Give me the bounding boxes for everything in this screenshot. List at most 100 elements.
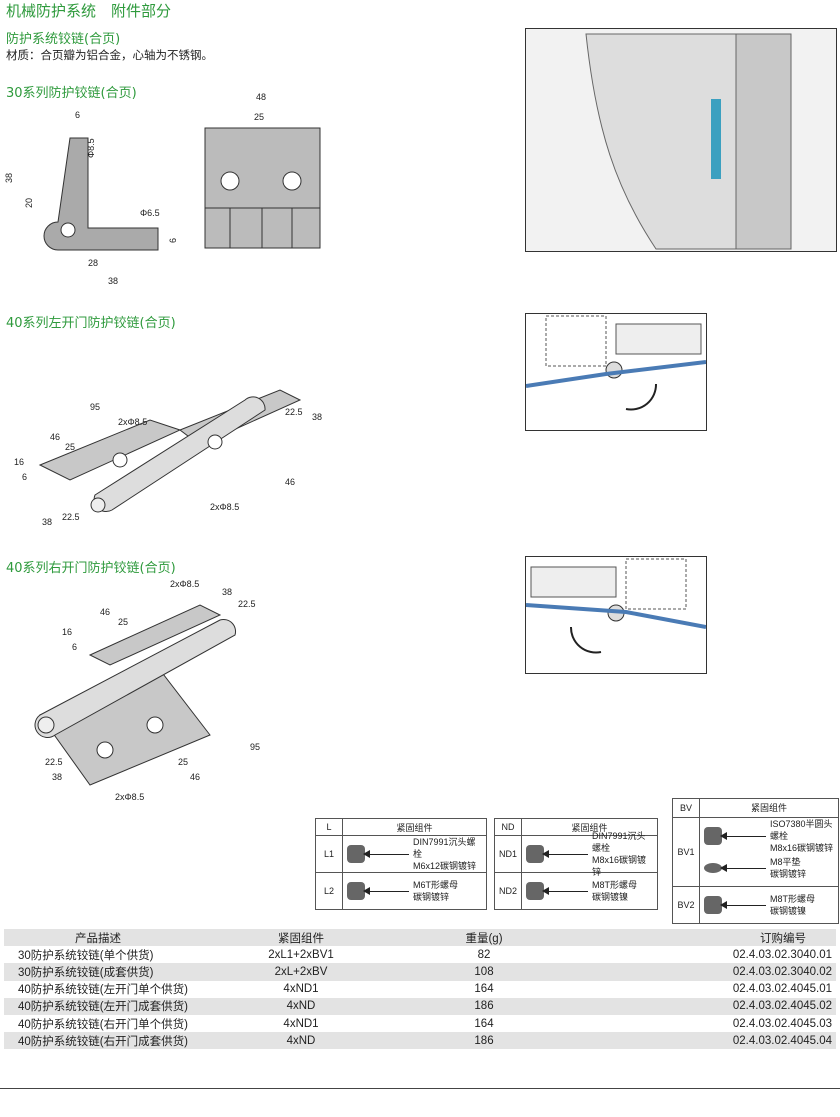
label: 46 bbox=[50, 432, 60, 442]
section-title-30: 30系列防护铰链(合页) bbox=[6, 86, 137, 101]
label: 紧固组件 bbox=[750, 803, 787, 813]
table-cell: 02.4.03.02.3040.02 bbox=[732, 965, 832, 978]
label: 16 bbox=[62, 627, 72, 637]
label: 2xΦ8.5 bbox=[170, 579, 199, 589]
table-cell: 30防护系统铰链(单个供货) bbox=[18, 949, 154, 962]
label: 碳钢镀锌 bbox=[413, 892, 450, 902]
label: ND bbox=[495, 819, 522, 835]
label: 订购编号 bbox=[760, 932, 806, 945]
label: M6T形螺母 bbox=[413, 880, 459, 890]
label: 2xΦ8.5 bbox=[118, 417, 147, 427]
section-title: 防护系统铰链(合页) bbox=[6, 32, 121, 47]
label: 紧固组件 bbox=[396, 823, 433, 833]
label: 38 bbox=[4, 173, 14, 183]
label: Φ6.5 bbox=[140, 208, 160, 218]
label: DIN7991沉头螺栓 bbox=[592, 831, 646, 853]
hinge-40-left-drawing: 95 2xΦ8.5 46 25 16 6 22.5 38 22.5 38 46 … bbox=[14, 389, 322, 527]
countersunk-bolt-icon bbox=[526, 845, 544, 863]
label: M8T形螺母 bbox=[770, 894, 816, 904]
label: M8x16碳钢镀锌 bbox=[592, 855, 647, 877]
label: 46 bbox=[190, 772, 200, 782]
t-nut-icon bbox=[347, 882, 365, 900]
section-title-40-right: 40系列右开门防护铰链(合页) bbox=[6, 561, 176, 576]
label: M8x16碳钢镀锌 bbox=[770, 843, 834, 853]
table-cell: 40防护系统铰链(左开门成套供货) bbox=[18, 1001, 188, 1014]
table-cell: 4xND1 bbox=[283, 983, 319, 996]
table-cell: 40防护系统铰链(右开门成套供货) bbox=[18, 1035, 188, 1048]
label: M8平垫 bbox=[770, 857, 801, 867]
table-cell: 40防护系统铰链(左开门单个供货) bbox=[18, 984, 188, 997]
material-note: 材质：合页瓣为铝合金，心轴为不锈钢。 bbox=[6, 48, 213, 62]
label: 20 bbox=[24, 198, 34, 208]
hinge-40-right-diagram bbox=[525, 556, 707, 674]
t-nut-icon bbox=[704, 896, 722, 914]
label: 95 bbox=[90, 402, 100, 412]
hinge-40-left-diagram bbox=[525, 313, 707, 431]
label: 25 bbox=[254, 112, 264, 122]
label: Φ8.5 bbox=[86, 138, 96, 158]
label: ISO7380半圆头螺栓 bbox=[770, 819, 833, 841]
label: 碳钢镀镍 bbox=[592, 892, 629, 902]
label: 22.5 bbox=[285, 407, 303, 417]
table-cell: 40防护系统铰链(右开门单个供货) bbox=[18, 1018, 188, 1031]
table-cell: 02.4.03.02.4045.02 bbox=[732, 1000, 832, 1013]
product-table: 产品描述 紧固组件 重量(g) 订购编号 30防护系统铰链(单个供货) 2xL1+… bbox=[4, 929, 836, 1050]
dim: 48 bbox=[256, 92, 266, 102]
label: 6 bbox=[168, 238, 178, 243]
label: 22.5 bbox=[45, 757, 63, 767]
label: 碳钢镀锌 bbox=[770, 869, 807, 879]
label: 6 bbox=[22, 472, 27, 482]
table-cell: 186 bbox=[474, 1034, 494, 1047]
table-cell: 4xND1 bbox=[283, 1017, 319, 1030]
label: 25 bbox=[178, 757, 188, 767]
table-cell: 4xND bbox=[286, 1000, 316, 1013]
hinge-40-right-drawing: 2xΦ8.5 38 22.5 46 25 16 6 95 22.5 38 25 … bbox=[34, 579, 260, 802]
label: ND2 bbox=[495, 873, 522, 909]
table-cell: 82 bbox=[477, 948, 491, 961]
label: BV bbox=[673, 799, 700, 817]
table-cell: 186 bbox=[474, 1000, 494, 1013]
table-header: 产品描述 紧固组件 重量(g) 订购编号 bbox=[4, 929, 836, 947]
label: 25 bbox=[118, 617, 128, 627]
label: 2xΦ8.5 bbox=[210, 502, 239, 512]
label: 25 bbox=[65, 442, 75, 452]
label: 38 bbox=[52, 772, 62, 782]
hinge-30-photo bbox=[525, 28, 837, 252]
section-title-40-left: 40系列左开门防护铰链(合页) bbox=[6, 316, 176, 331]
label: 38 bbox=[108, 276, 118, 286]
label: L1 bbox=[316, 836, 343, 872]
label: 38 bbox=[42, 517, 52, 527]
table-cell: 02.4.03.02.4045.03 bbox=[732, 1017, 832, 1030]
label: 6 bbox=[72, 642, 77, 652]
table-cell: 30防护系统铰链(成套供货) bbox=[18, 966, 154, 979]
label: 6 bbox=[75, 110, 80, 120]
label: BV2 bbox=[673, 887, 700, 923]
footer-divider bbox=[0, 1088, 840, 1089]
table-row: 30防护系统铰链(单个供货) 2xL1+2xBV1 82 02.4.03.02.304… bbox=[4, 946, 836, 963]
countersunk-bolt-icon bbox=[347, 845, 365, 863]
label: 16 bbox=[14, 457, 24, 467]
label: 2xΦ8.5 bbox=[115, 792, 144, 802]
label: DIN7991沉头螺栓 bbox=[413, 837, 476, 859]
table-cell: 108 bbox=[474, 965, 494, 978]
label: 紧固组件 bbox=[571, 823, 608, 833]
t-nut-icon bbox=[526, 882, 544, 900]
label: 产品描述 bbox=[75, 932, 121, 945]
label: M6x12碳钢镀锌 bbox=[413, 861, 477, 871]
table-cell: 2xL1+2xBV1 bbox=[268, 948, 334, 961]
label: ND1 bbox=[495, 836, 522, 872]
label: 22.5 bbox=[238, 599, 256, 609]
table-cell: 02.4.03.02.4045.01 bbox=[732, 983, 832, 996]
table-cell: 02.4.03.02.3040.01 bbox=[732, 948, 832, 961]
button-head-bolt-icon bbox=[704, 827, 722, 845]
table-cell: 4xND bbox=[286, 1034, 316, 1047]
label: 46 bbox=[100, 607, 110, 617]
label: 46 bbox=[285, 477, 295, 487]
